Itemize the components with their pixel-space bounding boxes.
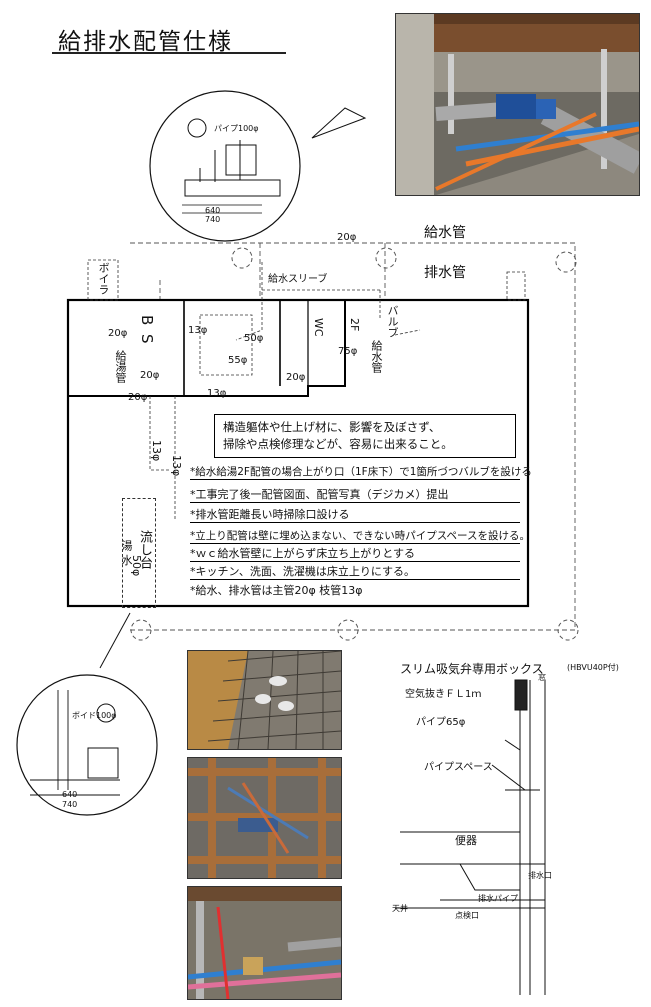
photo-foundation-pipes [187, 650, 342, 750]
note-1: *給水給湯2F配管の場合上がり口（1F床下）で1箇所づつバルブを設ける [190, 466, 532, 480]
wc-label: WC [312, 318, 325, 337]
note-7: *給水、排水管は主管20φ 枝管13φ [190, 584, 363, 597]
dim-13-d: 13φ [170, 455, 183, 477]
hot-water-label: 湯 水 [120, 540, 133, 566]
valve-label: バルブ [386, 305, 399, 338]
section-floor-pipe: 排水パイプ [478, 894, 518, 903]
detail-top-dim-640: 640 [205, 206, 221, 215]
detail-top-dim-740: 740 [205, 215, 221, 224]
note-6: *キッチン、洗面、洗濯機は床立上りにする。 [190, 563, 520, 580]
supply-sleeve: 給水スリーブ [268, 274, 328, 285]
section-ceiling: 天井 [392, 904, 408, 913]
section-inspection: 点検口 [455, 911, 479, 920]
detail-circle-top [149, 90, 301, 242]
detail-top-label-pipe: パイプ100φ [214, 124, 259, 133]
note-5: *ｗｃ給水管壁に上がらず床立ち上がりとする [190, 545, 520, 562]
drain-label: 排水管 [424, 265, 466, 281]
section-drain-port: 排水口 [528, 871, 552, 880]
requirement-line-2: 掃除や点検修理などが、容易に出来ること。 [223, 437, 453, 451]
note-3: *排水管距離長い時掃除口設ける [190, 506, 520, 523]
sink-outline [122, 498, 156, 608]
requirement-line-1: 構造軀体や仕上げ材に、影響を及ぼさず、 [223, 420, 441, 434]
hot-water-pipe-label: 給水管 [370, 340, 383, 373]
water-supply-label: 給水管 [424, 225, 466, 241]
section-pipe-space: パイプスペース [424, 762, 493, 773]
dim-20-b: 20φ [140, 370, 160, 381]
detail-bottom-dim-740: 740 [62, 800, 78, 809]
dim-20-d: 20φ [286, 372, 306, 383]
detail-bottom-dim-640: 640 [62, 790, 78, 799]
page-title: 給排水配管仕様 [58, 29, 233, 55]
requirement-box: 構造軀体や仕上げ材に、影響を及ぼさず、 掃除や点検修理などが、容易に出来ること。 [214, 414, 516, 458]
detail-circle-bottom [16, 674, 158, 816]
house-outline [66, 298, 530, 608]
section-toilet: 便器 [455, 834, 477, 847]
dim-20-a: 20φ [108, 328, 128, 339]
detail-bottom-label-void: ボイド100φ [72, 711, 117, 720]
dim-55: 55φ [228, 355, 248, 366]
hot-supply-pipe: 給湯管 [114, 350, 127, 383]
section-box-model: (HBVU40P付) [567, 663, 619, 672]
section-box-label: スリム吸気弁専用ボックス [400, 662, 544, 676]
dim-50-a: 50φ [244, 333, 264, 344]
dim-50-b: 50φ [130, 555, 143, 577]
f2-label: 2F [348, 318, 361, 332]
dim-13-c: 13φ [150, 440, 163, 462]
note-2: *工事完了後一配管図面、配管写真（デジカメ）提出 [190, 486, 520, 503]
boiler-label: ボイラ [97, 262, 110, 295]
sink-label: 流し台 [137, 530, 152, 569]
title-underline [52, 52, 286, 54]
main-diameter: 20φ [337, 232, 357, 243]
dim-13-a: 13φ [207, 388, 227, 399]
dim-13-b: 13φ [188, 325, 208, 336]
photo-crawlspace-piping [395, 13, 640, 196]
note-4: *立上り配管は壁に埋め込まない、できない時パイプスペースを設ける。 [190, 530, 530, 544]
photo-floor-joists-piping [187, 757, 342, 879]
photo-underfloor-pex [187, 886, 342, 1000]
section-air-vent: 空気抜きＦＬ1ｍ [405, 689, 482, 700]
dim-20-c: 20φ [128, 392, 148, 403]
dim-75: 75φ [338, 346, 358, 357]
section-window: 窓 [538, 673, 546, 682]
section-pipe: パイプ65φ [416, 717, 466, 728]
bs-label: B S [138, 315, 156, 346]
